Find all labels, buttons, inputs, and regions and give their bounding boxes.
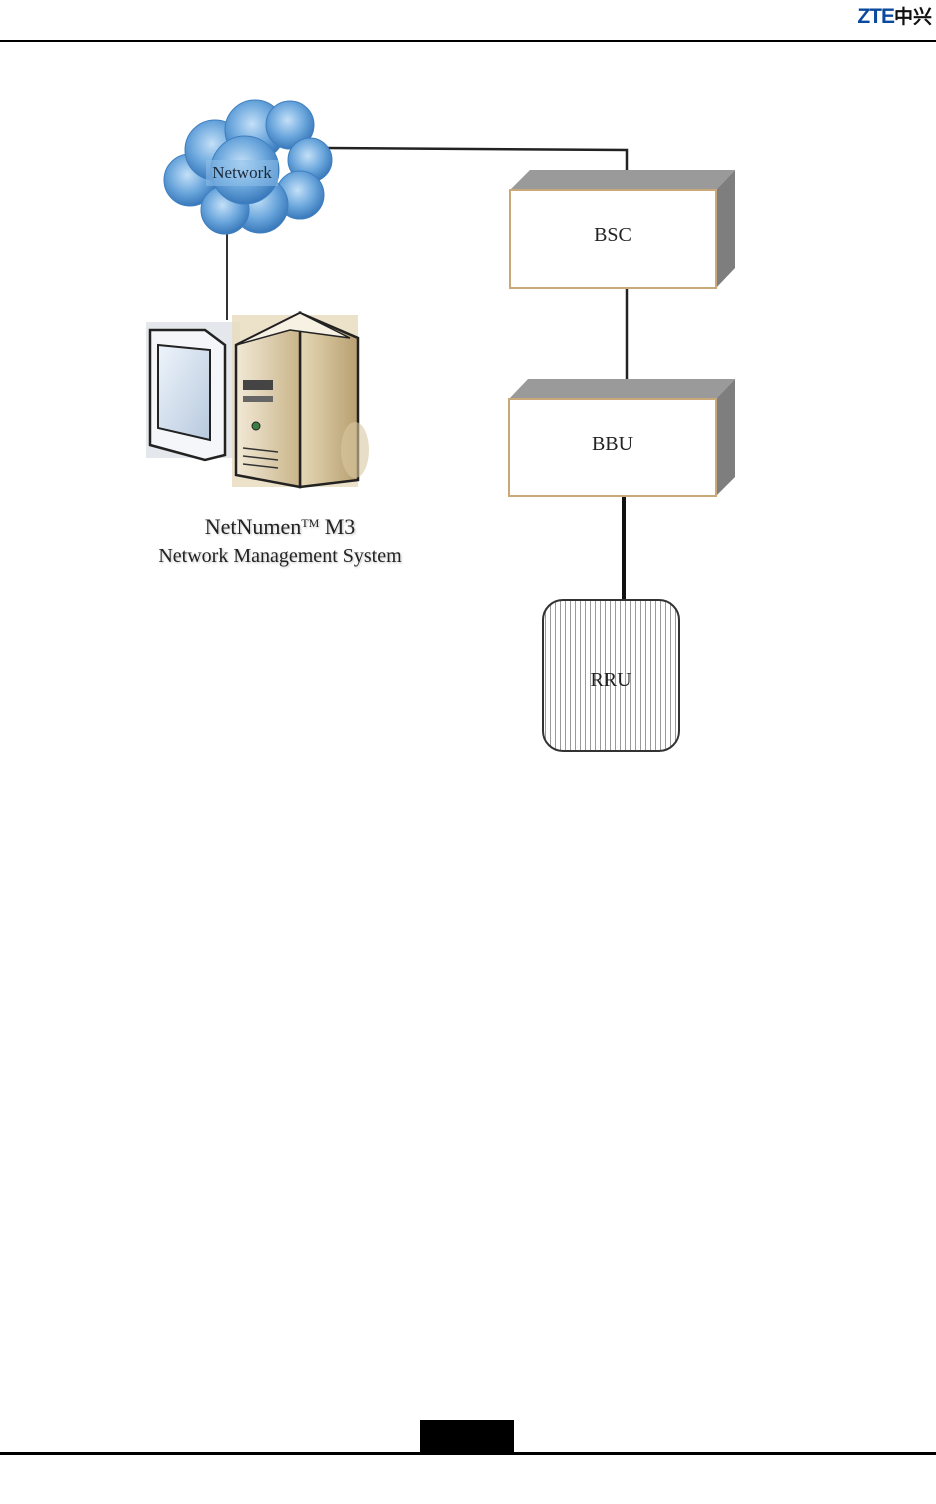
computer-server-icon [146, 313, 369, 487]
footer-rule [0, 1452, 936, 1455]
rru-label: RRU [543, 669, 679, 692]
bbu-label: BBU [509, 433, 716, 456]
nms-subtitle: Network Management System [130, 545, 430, 568]
page-number-box [420, 1420, 514, 1454]
nms-title-main: NetNumen [205, 514, 302, 539]
link-cloud-bsc [326, 148, 627, 170]
nms-title: NetNumenTM M3 [140, 514, 420, 540]
cloud-label: Network [204, 163, 280, 183]
nms-title-suffix: M3 [319, 514, 355, 539]
bsc-label: BSC [510, 224, 716, 247]
nms-title-tm: TM [301, 516, 319, 530]
